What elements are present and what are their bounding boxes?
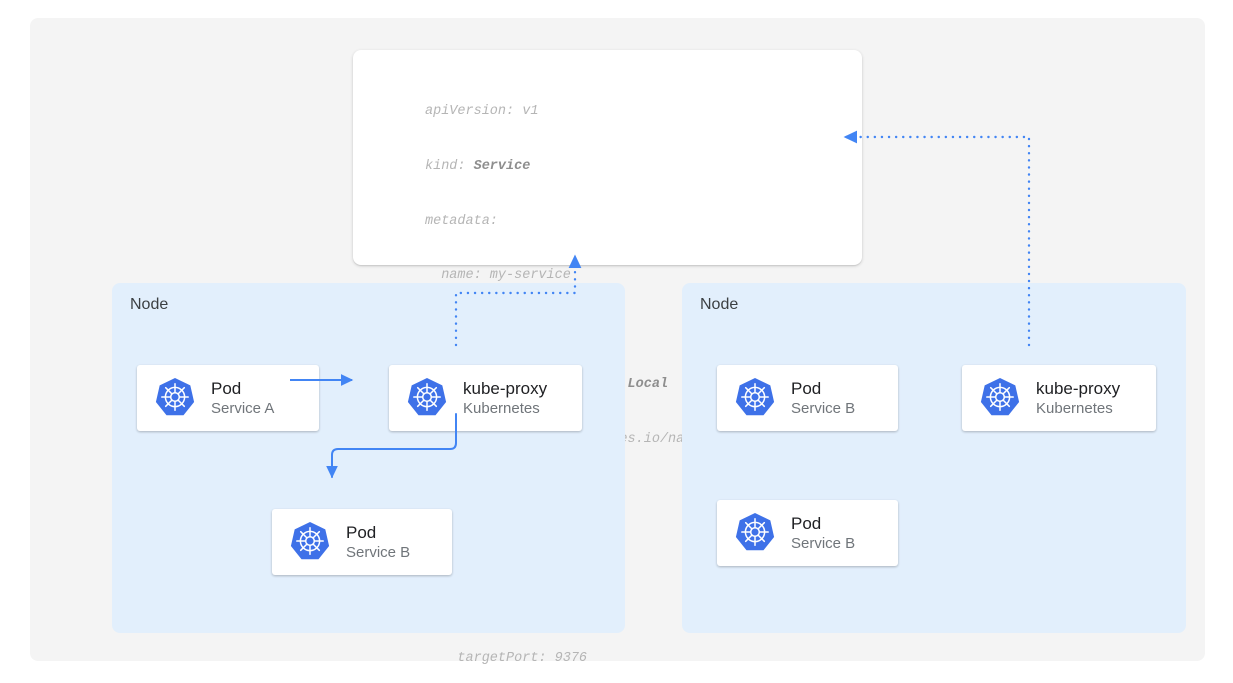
card-title: Pod: [346, 522, 377, 542]
node-panel-left: Node: [112, 283, 625, 633]
yaml-kind-key: kind:: [425, 159, 474, 175]
card-text: kube-proxy Kubernetes: [463, 378, 547, 419]
card-subtitle: Kubernetes: [1036, 399, 1113, 417]
card-text: Pod Service A: [211, 378, 274, 419]
kubernetes-icon: [733, 511, 777, 555]
card-pod-service-b-left[interactable]: Pod Service B: [272, 509, 452, 575]
card-subtitle: Kubernetes: [463, 399, 540, 417]
kubernetes-icon: [153, 376, 197, 420]
kubernetes-icon: [405, 376, 449, 420]
card-subtitle: Service A: [211, 399, 275, 417]
kubernetes-icon: [288, 520, 332, 564]
kubernetes-icon: [733, 376, 777, 420]
card-text: Pod Service B: [346, 522, 410, 563]
card-kube-proxy-right[interactable]: kube-proxy Kubernetes: [962, 365, 1156, 431]
card-pod-service-a[interactable]: Pod Service A: [137, 365, 319, 431]
card-pod-service-b-right-top[interactable]: Pod Service B: [717, 365, 898, 431]
card-title: kube-proxy: [1036, 378, 1121, 398]
node-panel-right: Node: [682, 283, 1186, 633]
service-yaml-card: apiVersion: v1 kind: Service metadata: n…: [353, 50, 862, 666]
node-label-right: Node: [700, 296, 739, 313]
card-text: Pod Service B: [791, 378, 855, 419]
card-text: kube-proxy Kubernetes: [1036, 378, 1120, 419]
card-title: Pod: [791, 513, 822, 533]
card-title: Pod: [211, 378, 242, 398]
yaml-kind-value: Service: [473, 159, 531, 175]
node-label-left: Node: [130, 296, 169, 313]
yaml-line-kind: kind: Service: [425, 158, 757, 176]
card-subtitle: Service B: [791, 534, 856, 552]
card-kube-proxy-left[interactable]: kube-proxy Kubernetes: [389, 365, 582, 431]
card-text: Pod Service B: [791, 513, 855, 554]
card-pod-service-b-right-bottom[interactable]: Pod Service B: [717, 500, 898, 566]
yaml-line-targetport: targetPort: 9376: [425, 650, 588, 666]
card-title: kube-proxy: [463, 378, 548, 398]
yaml-line-metadata: metadata:: [425, 213, 498, 229]
card-subtitle: Service B: [791, 399, 856, 417]
card-title: Pod: [791, 378, 822, 398]
card-subtitle: Service B: [346, 543, 411, 561]
yaml-line-apiversion: apiVersion: v1: [425, 104, 539, 120]
kubernetes-icon: [978, 376, 1022, 420]
diagram-canvas: apiVersion: v1 kind: Service metadata: n…: [30, 18, 1205, 666]
